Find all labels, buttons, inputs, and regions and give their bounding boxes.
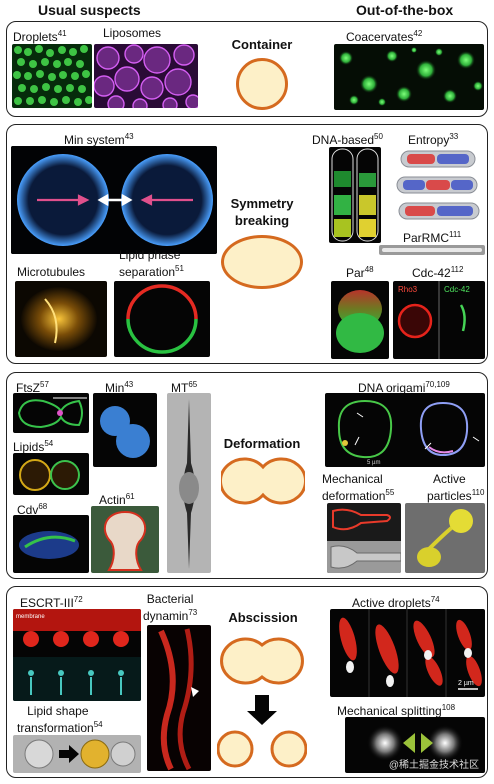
min-system-image <box>11 146 217 254</box>
par-image <box>331 281 389 359</box>
origami-scale-label: 5 µm <box>367 460 380 466</box>
mechanical-deformation-image <box>327 503 401 573</box>
droplets-scale-label: 2 µm <box>458 680 474 687</box>
droplets-label: Droplets41 <box>13 29 67 44</box>
dna-origami-label: DNA origami70,109 <box>358 380 450 395</box>
deformation-title: Deformation <box>223 436 301 451</box>
escrt-label: ESCRT-III72 <box>20 595 83 610</box>
dna-based-label: DNA-based50 <box>312 132 383 147</box>
coacervates-image <box>334 44 484 110</box>
entropy-image <box>393 147 485 225</box>
mt-label: MT65 <box>171 380 198 395</box>
entropy-label: Entropy33 <box>408 132 459 147</box>
bacterial-dynamin-image <box>147 625 211 771</box>
watermark: @稀土掘金技术社区 <box>388 760 479 771</box>
min-system-label: Min system43 <box>64 132 134 147</box>
cdc42-tag: Cdc-42 <box>444 285 470 294</box>
container-title: Container <box>231 37 293 52</box>
actin-label: Actin61 <box>99 492 135 507</box>
active-droplets-label: Active droplets74 <box>352 595 440 610</box>
mt-image <box>167 393 211 573</box>
liposomes-label: Liposomes <box>103 26 162 40</box>
microtubules-image <box>15 281 107 357</box>
lipid-shape-image <box>13 735 141 773</box>
min-label: Min43 <box>105 380 134 395</box>
header-out-of-the-box: Out-of-the-box <box>356 2 454 18</box>
deformation-cell-diagram <box>221 457 305 505</box>
abscission-cell-diagram <box>217 637 307 768</box>
active-droplets-image: 2 µm <box>330 609 485 697</box>
parrmc-image <box>379 245 485 255</box>
abscission-title: Abscission <box>228 610 298 625</box>
actin-image <box>91 506 159 573</box>
ftsz-image <box>13 393 89 433</box>
mechanical-splitting-image <box>345 717 485 773</box>
dna-origami-image: 5 µm <box>325 393 485 467</box>
min-deform-image <box>93 393 157 467</box>
cdv-image <box>13 515 89 573</box>
coacervates-label: Coacervates42 <box>346 29 423 44</box>
lipids-image <box>13 453 89 495</box>
lipid-phase-image <box>114 281 210 357</box>
liposomes-image <box>94 44 198 108</box>
container-cell-diagram <box>236 58 288 110</box>
active-particles-image <box>405 503 485 573</box>
lipids-label: Lipids54 <box>13 439 54 454</box>
parrmc-label: ParRMC111 <box>403 230 462 245</box>
panel-container: Droplets41 Liposomes Coacervates42 Conta… <box>6 21 488 117</box>
mechanical-splitting-label: Mechanical splitting108 <box>337 703 456 718</box>
microtubules-label: Microtubules <box>17 265 86 279</box>
panel-deformation: FtsZ57 Min43 MT65 Lipids54 Cdv68 Actin61… <box>6 372 488 579</box>
ftsz-label: FtsZ57 <box>16 380 49 395</box>
cdv-label: Cdv68 <box>17 502 48 517</box>
par-label: Par48 <box>346 265 374 280</box>
header-usual-suspects: Usual suspects <box>38 2 141 18</box>
membrane-tag: membrane <box>16 614 45 620</box>
cdc42-label: Cdc-42112 <box>412 265 464 280</box>
droplets-image <box>12 44 92 108</box>
dna-based-image <box>329 147 381 243</box>
cdc42-image: Rho3 Cdc-42 <box>393 281 485 359</box>
symmetry-cell-diagram <box>221 235 303 289</box>
rho3-tag: Rho3 <box>398 285 418 294</box>
escrt-image: membrane <box>13 609 141 701</box>
